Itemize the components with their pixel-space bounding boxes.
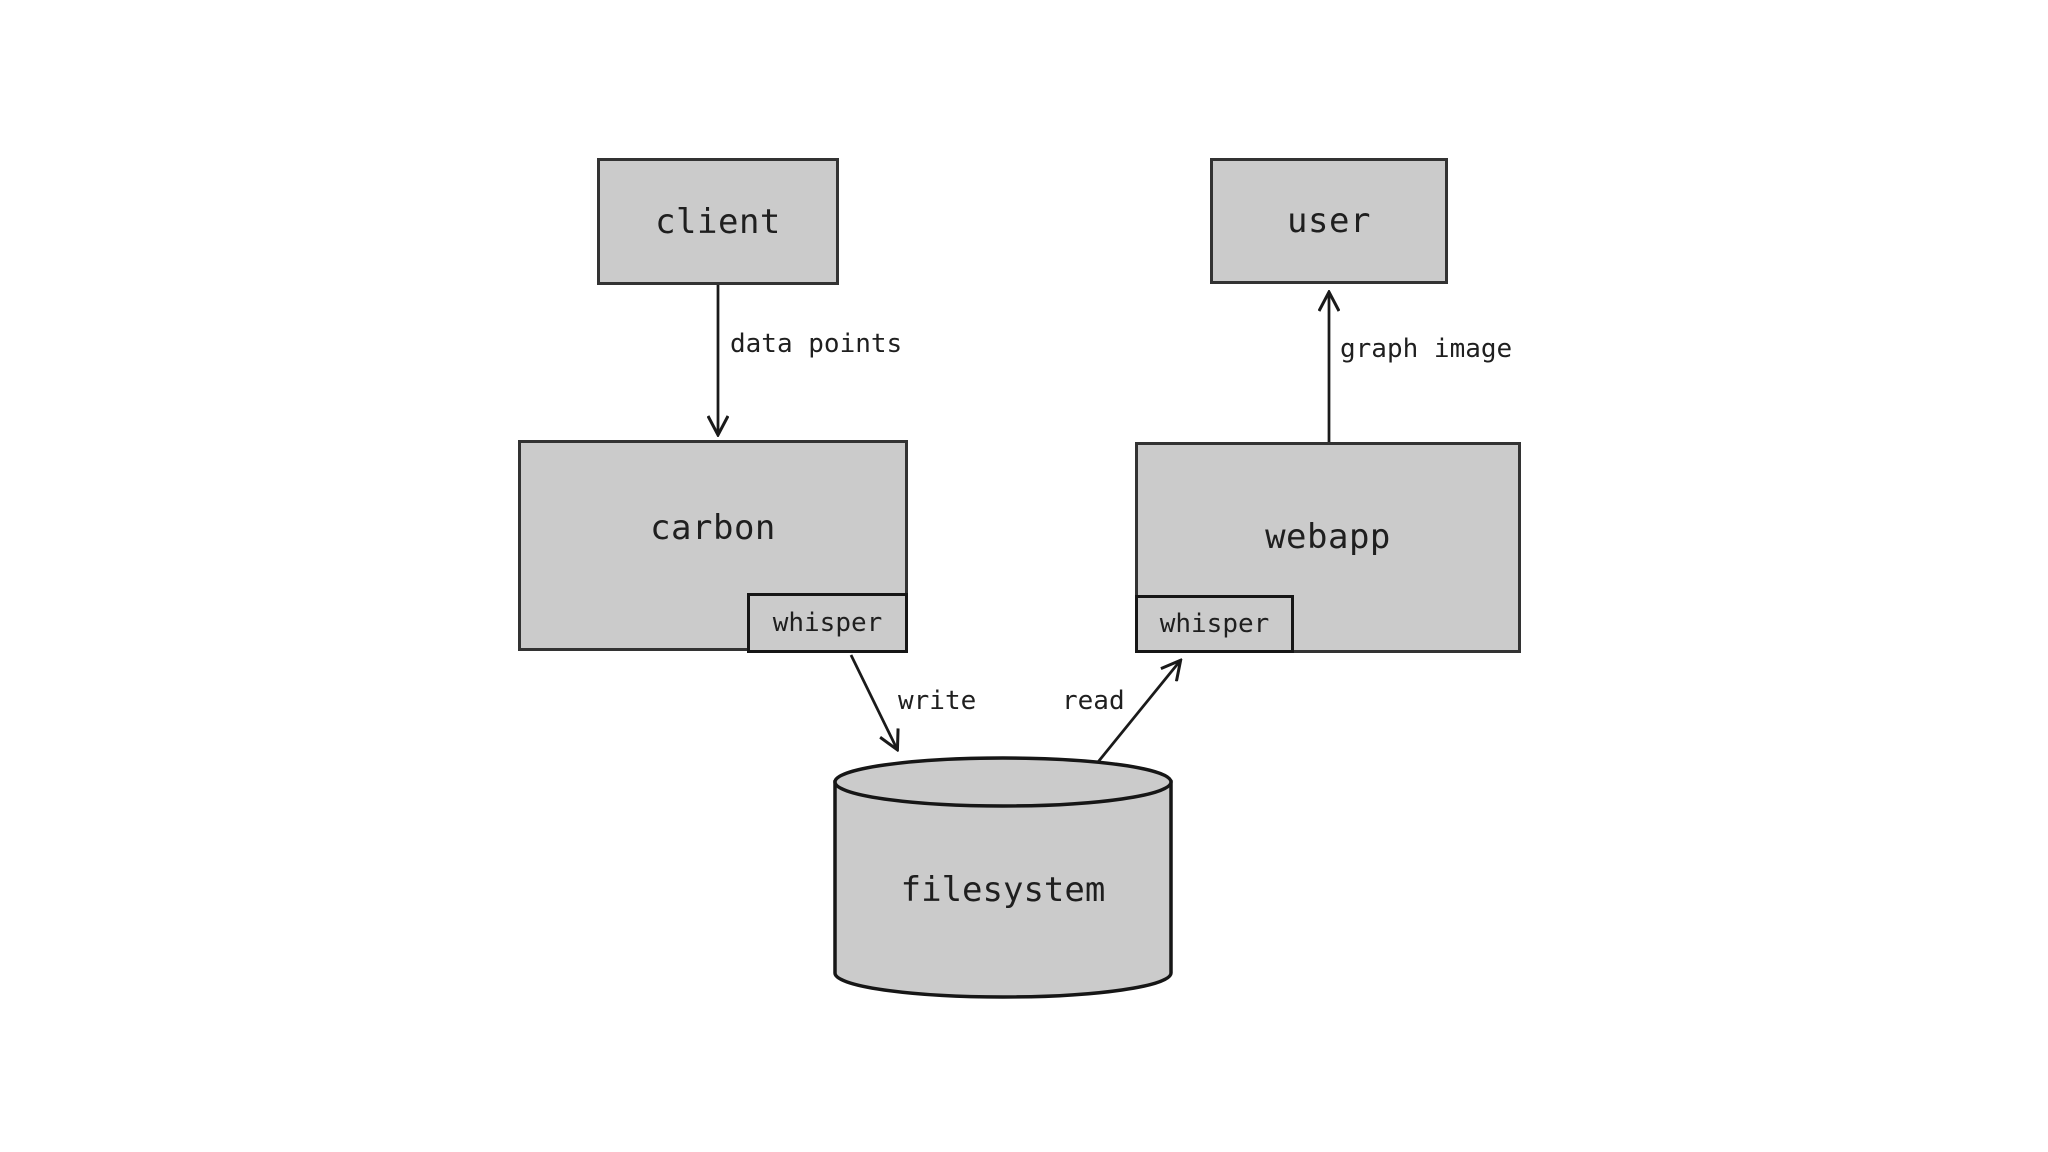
edge-filesystem-read-to-whisper: [1096, 661, 1180, 763]
filesystem-cylinder-shape: [833, 756, 1173, 999]
node-user: user: [1210, 158, 1448, 284]
node-client-label: client: [655, 201, 781, 242]
edge-label-write: write: [898, 686, 977, 716]
edge-label-read: read: [1062, 686, 1125, 716]
node-filesystem-label: filesystem: [900, 869, 1106, 910]
edge-label-graph-image: graph image: [1340, 334, 1513, 364]
cylinder-body: [833, 780, 1173, 999]
cylinder-top: [833, 756, 1173, 808]
edge-whisper-write-to-filesystem: [849, 654, 897, 749]
edge-label-data-points: data points: [730, 329, 903, 359]
node-carbon-label: carbon: [650, 507, 776, 548]
node-user-label: user: [1287, 201, 1371, 241]
node-carbon-whisper: whisper: [747, 593, 908, 653]
node-client: client: [597, 158, 839, 285]
node-webapp-whisper: whisper: [1135, 595, 1294, 653]
node-webapp-whisper-label: whisper: [1159, 609, 1270, 639]
node-webapp-label: webapp: [1265, 516, 1391, 557]
node-carbon-whisper-label: whisper: [772, 608, 883, 638]
